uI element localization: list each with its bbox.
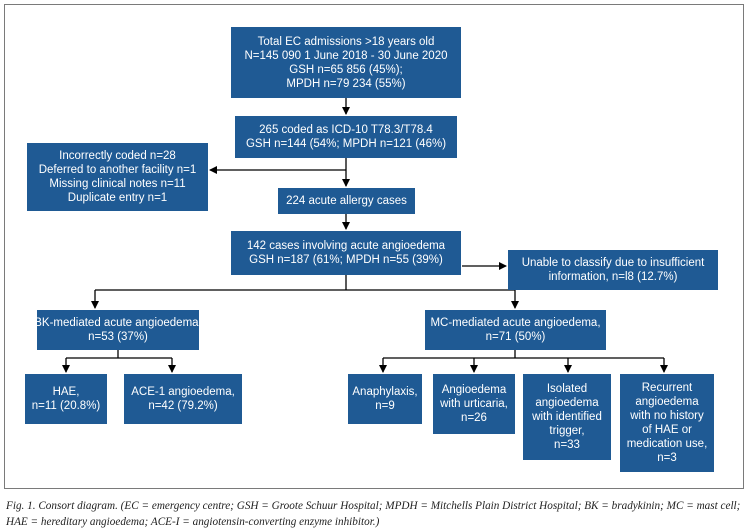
box-line: Unable to classify due to insufficient	[521, 257, 705, 269]
box-coded: 265 coded as ICD-10 T78.3/T78.4 GSH n=14…	[235, 116, 457, 158]
box-line: n=53 (37%)	[88, 331, 148, 343]
box-line: BK-mediated acute angioedema,	[34, 317, 202, 329]
box-recurrent: Recurrent angioedema with no history of …	[620, 374, 714, 472]
box-line: Duplicate entry n=1	[67, 192, 168, 204]
box-line: n=9	[375, 400, 395, 412]
box-line: n=42 (79.2%)	[148, 400, 218, 412]
figure-caption: Fig. 1. Consort diagram. (EC = emergency…	[6, 500, 741, 528]
box-line: angioedema	[635, 396, 699, 408]
box-line: Incorrectly coded n=28	[59, 150, 176, 162]
box-line: Anaphylaxis,	[352, 386, 418, 398]
box-line: Recurrent	[641, 382, 693, 394]
box-line: ACE-1 angioedema,	[131, 386, 235, 398]
box-line: GSH n=187 (61%; MPDH n=55 (39%)	[249, 254, 443, 266]
box-line: trigger,	[549, 425, 585, 437]
box-line: with no history	[630, 410, 704, 422]
box-line: Missing clinical notes n=11	[49, 178, 186, 190]
box-bk-mediated: BK-mediated acute angioedema, n=53 (37%)	[34, 310, 202, 350]
box-line: 224 acute allergy cases	[286, 195, 407, 207]
box-line: HAE,	[52, 386, 80, 398]
box-line: medication use,	[626, 438, 708, 450]
box-line: GSH n=65 856 (45%);	[289, 63, 403, 76]
box-anaphylaxis: Anaphylaxis, n=9	[348, 374, 422, 424]
box-total-admissions: Total EC admissions >18 years old N=145 …	[231, 27, 461, 98]
box-line: Isolated	[546, 383, 588, 395]
box-line: 142 cases involving acute angioedema	[246, 240, 446, 252]
box-line: angioedema	[535, 397, 599, 409]
box-line: n=26	[461, 412, 487, 424]
box-line: GSH n=144 (54%; MPDH n=121 (46%)	[245, 138, 447, 150]
box-line: with urticaria,	[440, 398, 508, 410]
box-line: Total EC admissions >18 years old	[257, 35, 435, 48]
box-line: n=11 (20.8%)	[31, 400, 101, 412]
box-line: MC-mediated acute angioedema,	[430, 317, 601, 329]
box-line: n=71 (50%)	[485, 331, 546, 343]
box-hae: HAE, n=11 (20.8%)	[25, 374, 107, 424]
box-line: information, n=l8 (12.7%)	[548, 271, 678, 283]
box-line: Deferred to another facility n=1	[38, 164, 197, 176]
box-line: N=145 090 1 June 2018 - 30 June 2020	[244, 49, 448, 62]
box-acute-angioedema: 142 cases involving acute angioedema GSH…	[231, 231, 461, 275]
box-line: of HAE or	[642, 424, 692, 436]
box-excluded: Incorrectly coded n=28 Deferred to anoth…	[27, 143, 208, 211]
box-mc-mediated: MC-mediated acute angioedema, n=71 (50%)	[425, 310, 606, 350]
box-line: MPDH n=79 234 (55%)	[286, 77, 406, 90]
box-line: n=33	[554, 439, 580, 451]
box-unclassified: Unable to classify due to insufficient i…	[508, 250, 718, 290]
box-line: 265 coded as ICD-10 T78.3/T78.4	[259, 124, 433, 136]
box-line: n=3	[657, 452, 677, 464]
box-ace-angioedema: ACE-1 angioedema, n=42 (79.2%)	[124, 374, 242, 424]
box-urticaria: Angioedema with urticaria, n=26	[433, 374, 515, 434]
diagram-frame	[4, 4, 744, 489]
box-line: with identified	[532, 411, 602, 423]
box-acute-allergy: 224 acute allergy cases	[278, 188, 415, 214]
box-isolated: Isolated angioedema with identified trig…	[523, 374, 611, 460]
box-line: Angioedema	[441, 384, 507, 396]
